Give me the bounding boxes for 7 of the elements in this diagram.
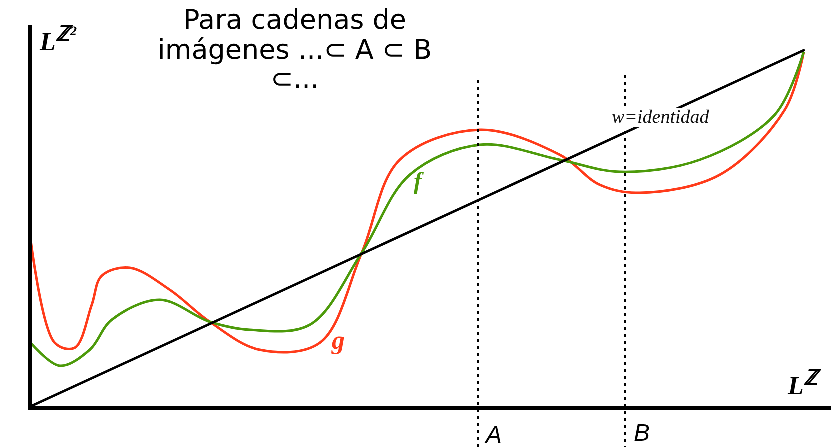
- line-label: w=identidad: [612, 108, 710, 127]
- axis-label: A: [486, 424, 502, 447]
- curve-label: f: [414, 170, 422, 194]
- curve-label: g: [332, 328, 345, 354]
- title: Para cadenas de imágenes ...⊂ A ⊂ B ⊂...: [156, 6, 434, 96]
- axis-label: B: [634, 422, 650, 446]
- axis-label: L$^{ℤ²}$: [40, 24, 76, 56]
